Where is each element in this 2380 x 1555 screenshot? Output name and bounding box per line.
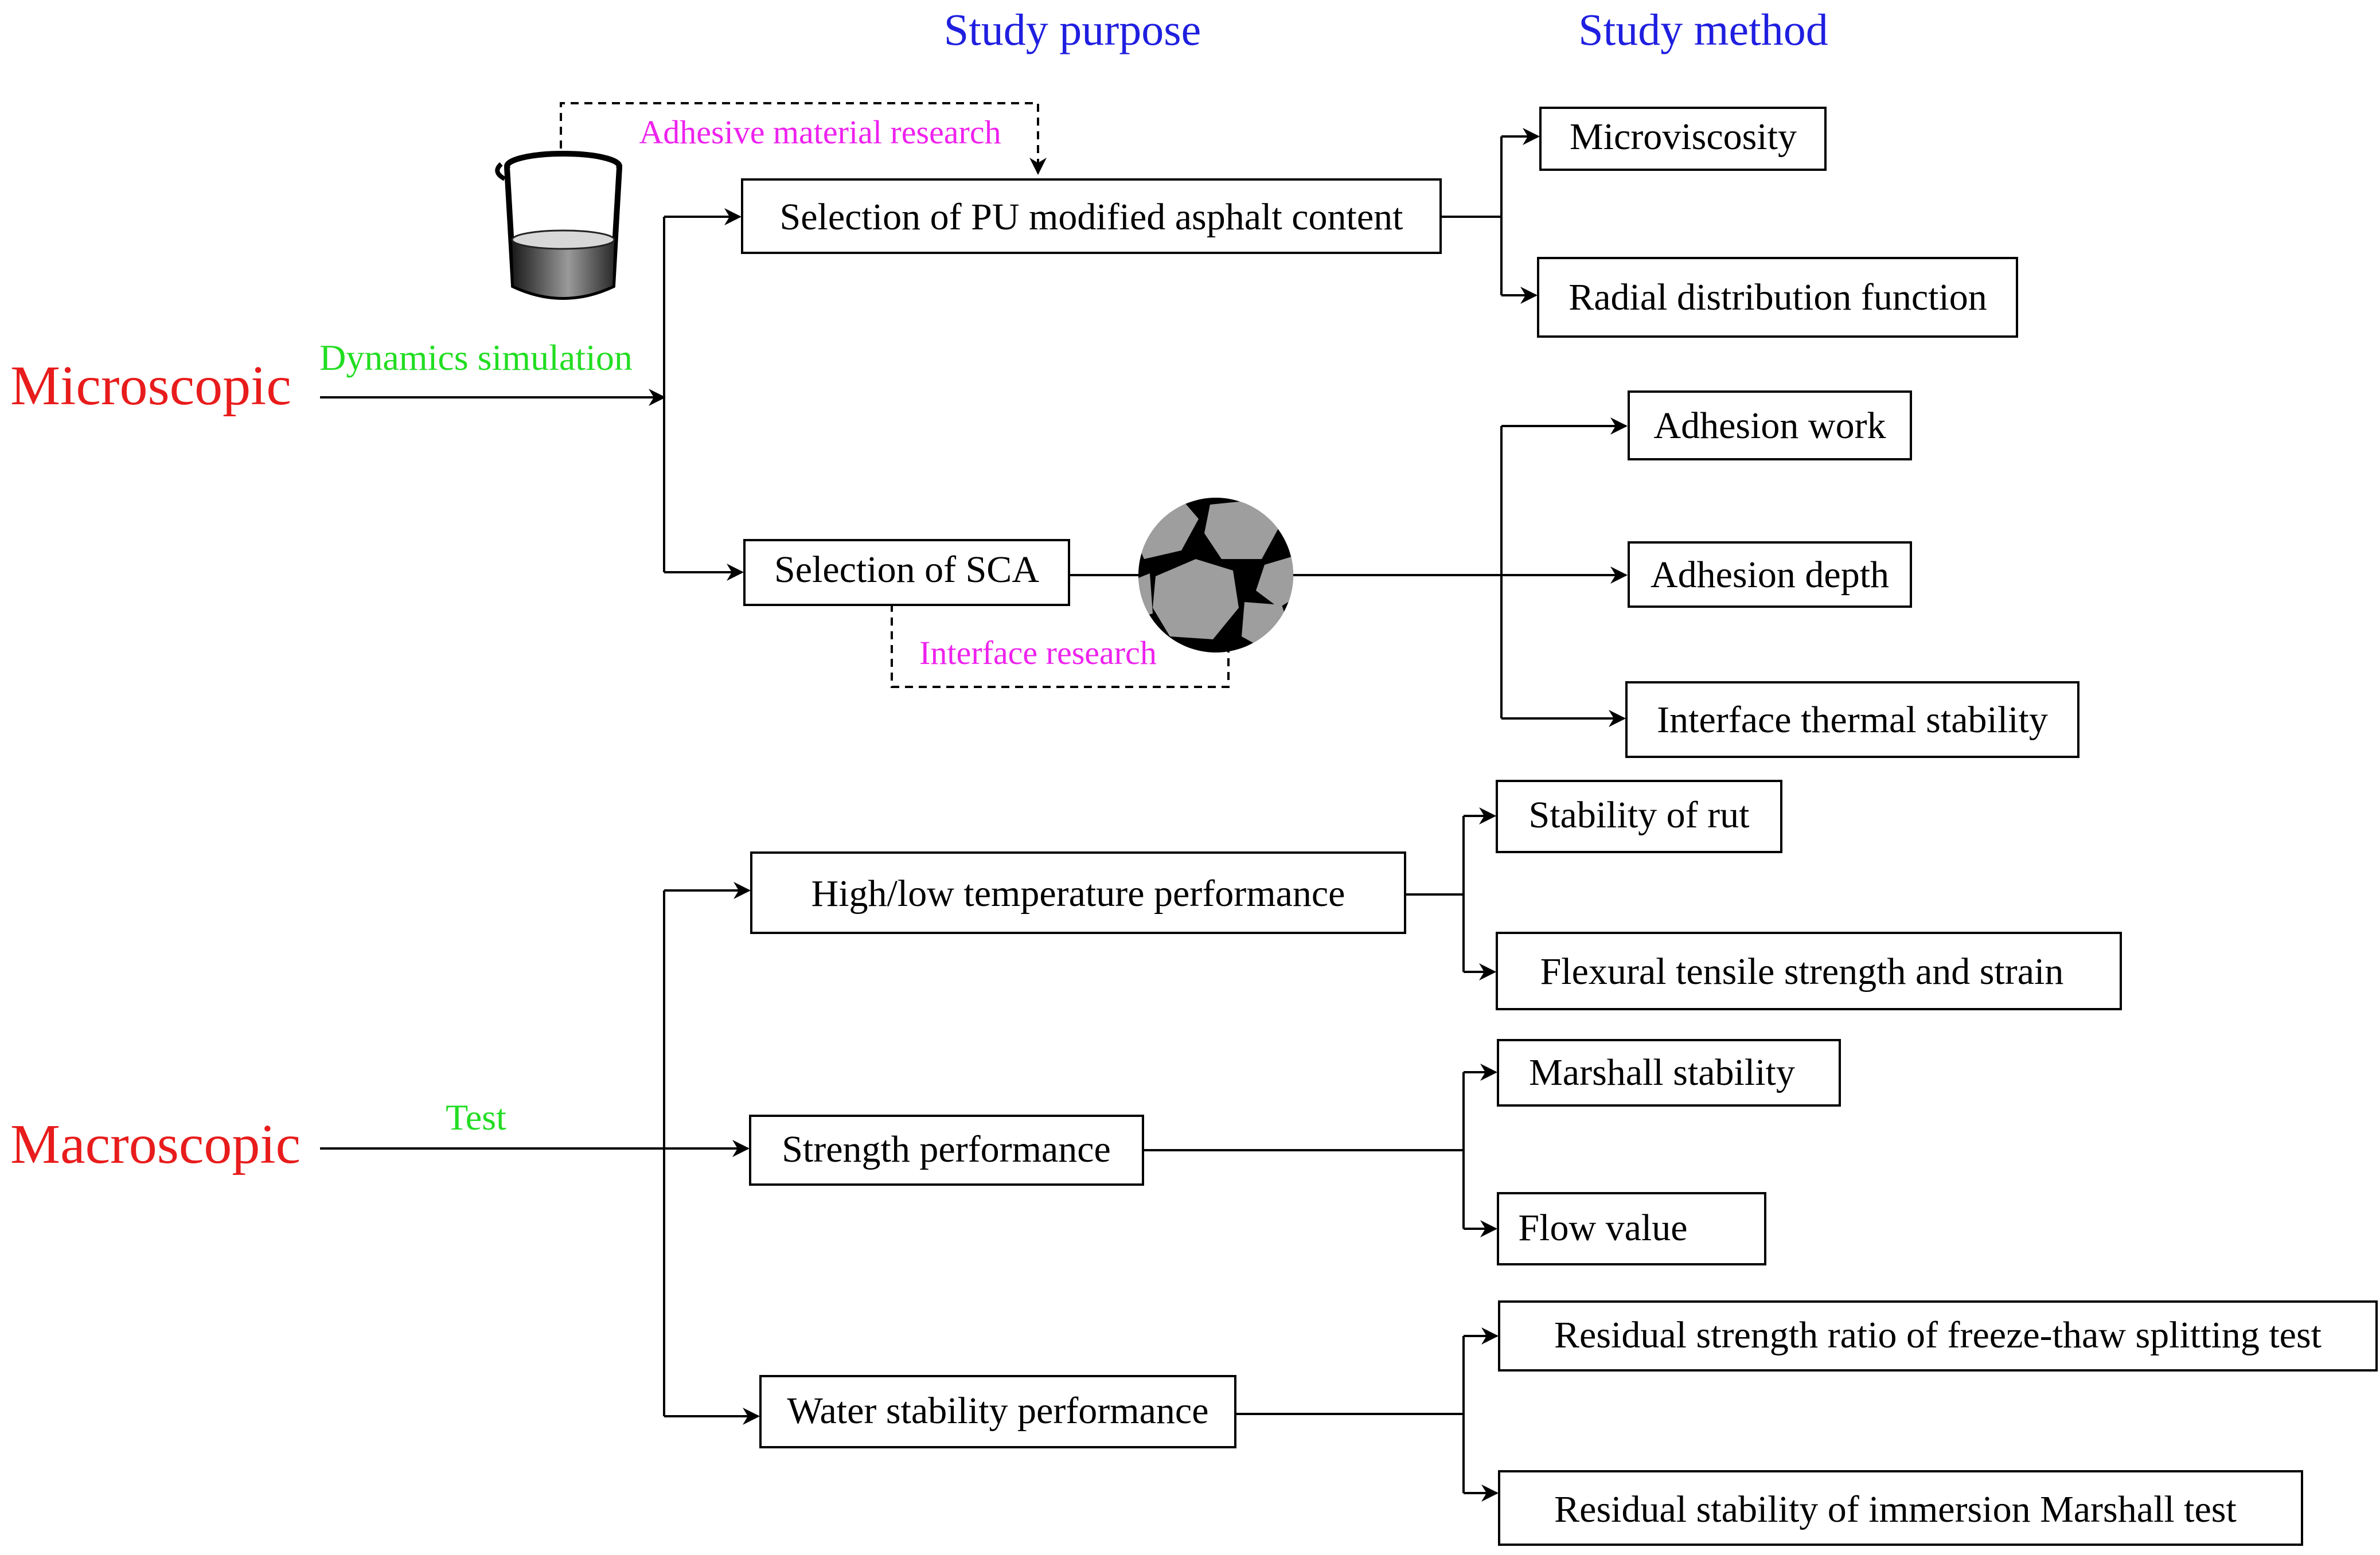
node-adhesion-depth bbox=[1628, 541, 1912, 608]
node-immersion-label: Residual stability of immersion Marshall… bbox=[1554, 1488, 2237, 1530]
node-freeze-thaw bbox=[1498, 1300, 2378, 1372]
node-adhesion-depth-label: Adhesion depth bbox=[1651, 554, 1889, 596]
node-freeze-thaw-label: Residual strength ratio of freeze-thaw s… bbox=[1554, 1314, 2322, 1356]
node-high-low-temp bbox=[750, 851, 1406, 934]
interface-research-label: Interface research bbox=[919, 634, 1157, 671]
node-microviscosity-label: Microviscosity bbox=[1570, 116, 1797, 158]
node-sca bbox=[743, 539, 1070, 606]
node-flexural bbox=[1496, 932, 2122, 1010]
aggregate-cross-section-icon bbox=[1138, 498, 1293, 653]
node-rdf bbox=[1537, 257, 2018, 338]
node-immersion bbox=[1498, 1470, 2303, 1546]
node-rut-label: Stability of rut bbox=[1529, 794, 1750, 836]
node-flow bbox=[1497, 1192, 1766, 1265]
node-adhesion-work bbox=[1628, 390, 1912, 460]
node-pu-content-label: Selection of PU modified asphalt content bbox=[780, 196, 1403, 238]
node-strength-label: Strength performance bbox=[782, 1128, 1111, 1170]
node-flexural-label: Flexural tensile strength and strain bbox=[1540, 951, 2064, 993]
adhesive-material-research-label: Adhesive material research bbox=[639, 114, 1001, 151]
microscopic-label: Microscopic bbox=[10, 355, 291, 417]
node-high-low-temp-label: High/low temperature performance bbox=[811, 873, 1345, 915]
node-marshall bbox=[1497, 1039, 1841, 1107]
node-adhesion-work-label: Adhesion work bbox=[1653, 405, 1886, 447]
node-interface-thermal-label: Interface thermal stability bbox=[1657, 699, 2048, 741]
node-interface-thermal bbox=[1625, 681, 2079, 758]
beaker-icon bbox=[495, 151, 622, 300]
node-flow-label: Flow value bbox=[1518, 1207, 1687, 1249]
node-sca-label: Selection of SCA bbox=[774, 549, 1039, 591]
node-water-stability bbox=[759, 1375, 1236, 1448]
node-pu-content bbox=[741, 178, 1442, 254]
node-rut bbox=[1496, 780, 1782, 853]
study-method-header: Study method bbox=[1578, 5, 1828, 54]
macroscopic-connectors bbox=[320, 807, 1499, 1502]
microscopic-connectors bbox=[320, 102, 1628, 727]
study-purpose-header: Study purpose bbox=[944, 5, 1201, 54]
node-microviscosity bbox=[1539, 107, 1827, 171]
test-label: Test bbox=[446, 1097, 506, 1138]
dynamics-simulation-label: Dynamics simulation bbox=[319, 337, 633, 378]
macroscopic-label: Macroscopic bbox=[10, 1113, 301, 1175]
node-rdf-label: Radial distribution function bbox=[1569, 276, 1987, 318]
node-marshall-label: Marshall stability bbox=[1529, 1052, 1795, 1093]
node-water-stability-label: Water stability performance bbox=[787, 1390, 1208, 1432]
node-strength bbox=[749, 1115, 1144, 1186]
